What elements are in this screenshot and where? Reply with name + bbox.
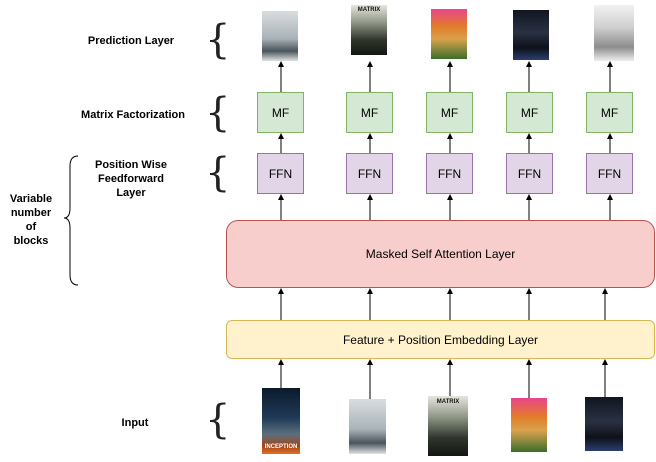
input-poster-shutter-island [585,397,623,451]
ffn-box: FFN [426,153,473,194]
output-poster-shutter-island [513,10,549,60]
mf-label: MF [271,105,290,120]
position-wise-line-2: Feedforward [97,173,164,185]
input-poster-interstellar [349,399,386,454]
mf-label: MF [360,105,379,120]
mf-box: MF [346,92,393,133]
input-poster-fight-club [511,398,547,452]
ffn-label: FFN [357,166,382,181]
position-wise-line-1: Position Wise [94,159,168,171]
mf-label: MF [520,105,539,120]
feature-position-embedding-layer: Feature + Position Embedding Layer [226,320,655,359]
ffn-label: FFN [517,166,542,181]
mf-box: MF [506,92,553,133]
mf-label: MF [600,105,619,120]
ffn-brace: { [205,150,231,196]
embedding-label: Feature + Position Embedding Layer [342,332,539,347]
ffn-label: FFN [597,166,622,181]
ffn-box: FFN [586,153,633,194]
position-wise-line-3: Layer [116,187,146,199]
output-poster-fight-club [431,9,467,59]
variable-line-4: blocks [13,235,49,247]
position-wise-feedforward-label: Position Wise Feedforward Layer [84,158,178,200]
mf-box: MF [257,92,304,133]
variable-line-3: of [25,221,37,233]
input-poster-inception: INCEPTION [262,388,300,454]
ffn-label: FFN [437,166,462,181]
prediction-layer-label: Prediction Layer [87,35,175,47]
masked-self-attention-layer: Masked Self Attention Layer [226,220,655,288]
variable-line-2: number [10,207,52,219]
matrix-factorization-brace: { [205,90,231,136]
output-poster-interstellar [262,11,298,61]
ffn-box: FFN [506,153,553,194]
poster-title: MATRIX [436,399,460,405]
output-poster-matrix: MATRIX [351,5,387,55]
input-poster-matrix: MATRIX [428,396,468,456]
poster-title: MATRIX [357,7,381,13]
variable-blocks-label: Variable number of blocks [2,192,60,248]
poster-title: INCEPTION [264,444,298,450]
output-poster-portrait [594,5,634,61]
mf-box: MF [426,92,473,133]
input-brace: { [205,397,231,443]
prediction-layer-brace: { [205,17,231,63]
ffn-box: FFN [346,153,393,194]
ffn-label: FFN [268,166,293,181]
attention-label: Masked Self Attention Layer [365,247,516,261]
ffn-box: FFN [257,153,304,194]
variable-blocks-bracket [63,155,79,286]
variable-line-1: Variable [9,193,53,205]
matrix-factorization-label: Matrix Factorization [81,109,185,121]
input-label: Input [121,417,149,429]
mf-label: MF [440,105,459,120]
mf-box: MF [586,92,633,133]
